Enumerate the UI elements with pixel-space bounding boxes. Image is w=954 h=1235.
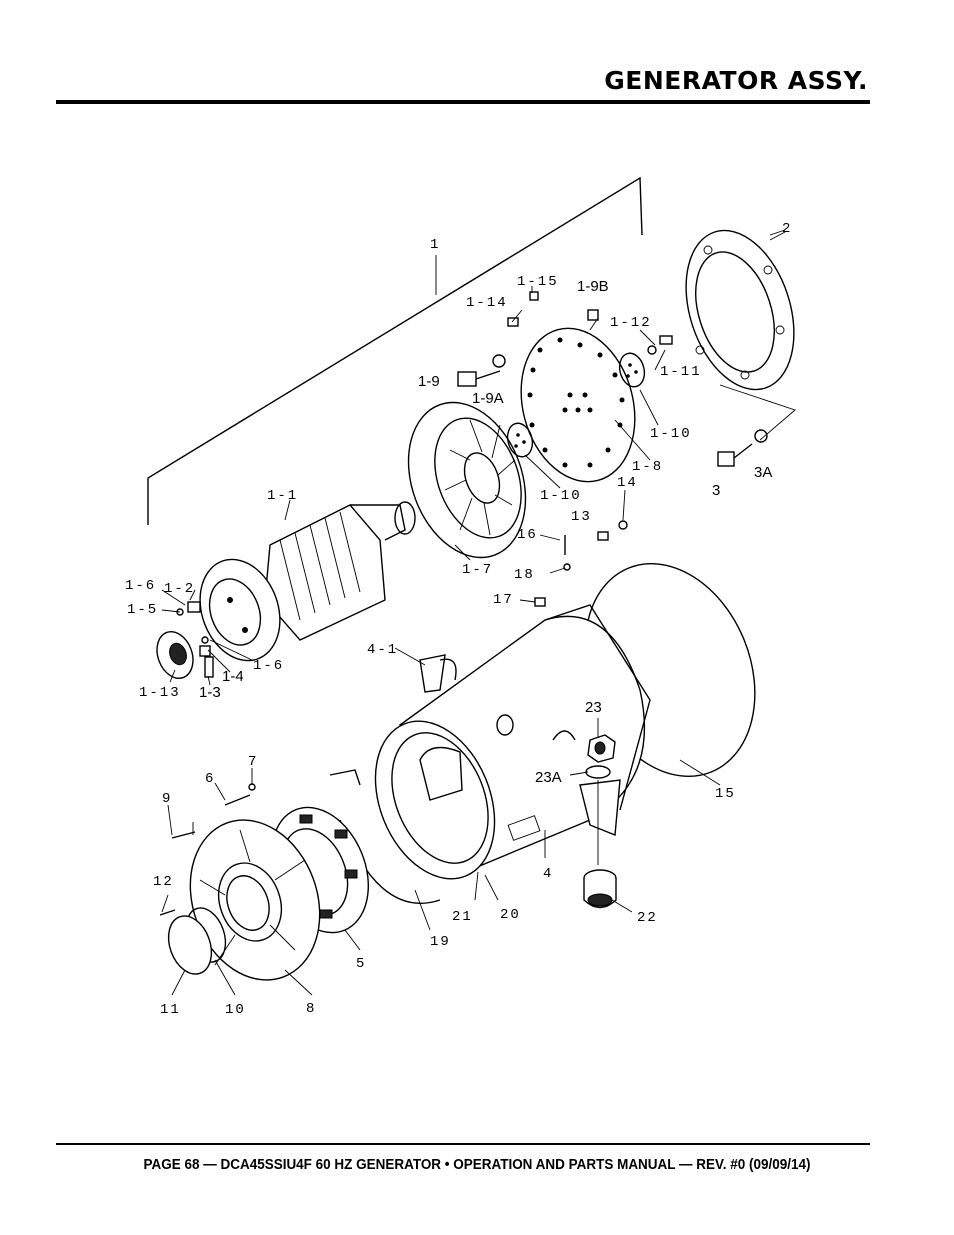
callout-1-6-upper: 1-6 (125, 578, 156, 594)
callout-1-10-right: 1-10 (650, 426, 692, 442)
callout-1-2: 1-2 (164, 581, 195, 597)
callout-13: 13 (571, 509, 592, 525)
callout-1-13: 1-13 (139, 685, 181, 701)
end-bell (189, 819, 321, 981)
callout-12: 12 (153, 874, 174, 890)
rotor-assembly (199, 501, 416, 662)
footer-rule (56, 1143, 870, 1145)
callout-1-5: 1-5 (127, 602, 158, 618)
page-title: GENERATOR ASSY. (604, 66, 868, 95)
terminal-bushing (419, 654, 457, 693)
assembly-bracket (147, 176, 643, 525)
callout-17: 17 (493, 592, 514, 608)
mount-nut (585, 734, 616, 865)
callout-18: 18 (514, 567, 535, 583)
callout-1-15: 1-15 (517, 274, 559, 290)
callout-6: 6 (205, 771, 215, 787)
coupling-plate-left (506, 422, 534, 458)
coupling-plate-right (618, 352, 646, 388)
coupling-disc (520, 327, 636, 483)
callout-3: 3 (712, 482, 720, 499)
callout-1: 1 (430, 237, 440, 253)
callout-labels: 1 2 1-15 1-14 1-9B 1-12 1-11 1-9 1-9A 1-… (125, 221, 792, 1018)
callout-8: 8 (306, 1001, 316, 1017)
callout-1-1: 1-1 (267, 488, 298, 504)
callout-15: 15 (715, 786, 736, 802)
callout-22: 22 (637, 910, 658, 926)
bearing (156, 631, 194, 679)
callout-1-3: 1-3 (199, 684, 221, 701)
leader-lines (161, 231, 796, 996)
callout-23a: 23A (535, 769, 562, 786)
callout-4: 4 (543, 866, 553, 882)
callout-19: 19 (430, 934, 451, 950)
callout-5: 5 (356, 956, 366, 972)
callout-1-9b: 1-9B (577, 278, 609, 295)
page-footer: PAGE 68 — DCA45SSIU4F 60 HZ GENERATOR • … (143, 1157, 811, 1173)
callout-23: 23 (585, 699, 602, 716)
callout-9: 9 (162, 791, 172, 807)
cooling-fan (407, 401, 527, 559)
callout-1-4: 1-4 (222, 668, 244, 685)
callout-7: 7 (248, 754, 258, 770)
callout-1-10-left: 1-10 (540, 488, 582, 504)
header-rule (56, 100, 870, 104)
callout-1-11: 1-11 (660, 364, 702, 380)
fasteners (176, 291, 768, 678)
callout-1-7: 1-7 (462, 562, 493, 578)
vibration-isolator (583, 869, 617, 909)
callout-1-9a: 1-9A (472, 390, 504, 407)
callout-14: 14 (617, 475, 638, 491)
callout-11: 11 (160, 1002, 181, 1018)
callout-21: 21 (452, 909, 473, 925)
callout-2: 2 (782, 221, 792, 237)
callout-20: 20 (500, 907, 521, 923)
adapter-ring (685, 229, 795, 391)
callout-10: 10 (225, 1002, 246, 1018)
callout-1-9: 1-9 (418, 373, 440, 390)
callout-16: 16 (517, 527, 538, 543)
callout-4-1: 4-1 (367, 642, 398, 658)
end-cover (167, 915, 213, 975)
callout-3a: 3A (754, 464, 772, 481)
callout-1-6-lower: 1-6 (253, 658, 284, 674)
callout-1-14: 1-14 (466, 295, 508, 311)
callout-1-8: 1-8 (632, 459, 663, 475)
callout-1-12: 1-12 (610, 315, 652, 331)
